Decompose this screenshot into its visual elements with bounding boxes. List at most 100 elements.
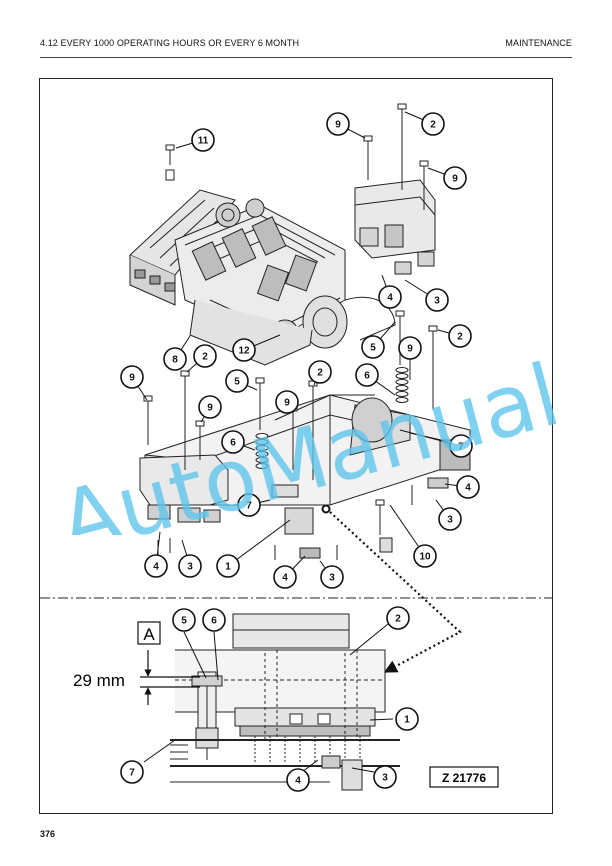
- chapter-header: MAINTENANCE: [505, 38, 572, 48]
- callout-3: 3: [373, 765, 397, 789]
- watermark: AutoManual: [49, 345, 570, 535]
- callout-circle: [395, 707, 419, 731]
- callout-3: 3: [438, 507, 462, 531]
- callout-number: 3: [447, 515, 453, 526]
- callout-2: 2: [448, 324, 472, 348]
- callout-number: 9: [335, 120, 341, 131]
- callout-number: 2: [395, 614, 401, 625]
- callout-9: 9: [120, 365, 144, 389]
- callout-2: 2: [421, 112, 445, 136]
- callout-number: 3: [434, 296, 440, 307]
- callout-number: 9: [407, 344, 413, 355]
- callout-number: 8: [172, 355, 178, 366]
- callout-circle: [237, 493, 261, 517]
- callout-number: 5: [370, 343, 376, 354]
- callout-circle: [225, 369, 249, 393]
- callout-number: 9: [284, 398, 290, 409]
- callout-2: 2: [193, 344, 217, 368]
- callout-6: 6: [221, 430, 245, 454]
- callout-9: 9: [398, 336, 422, 360]
- callout-3: 3: [178, 554, 202, 578]
- figure-code: Z 21776: [442, 771, 486, 785]
- callout-badges: 2 9 9 11 4 3 5 2 9 6 7 4 3 10 8 2 12 9 5 2 9 9 6 7 1 4 3 4 3 5 6 2 1 7 4 3: [120, 112, 480, 792]
- callout-circle: [308, 360, 332, 384]
- page-number: 376: [40, 829, 56, 839]
- callout-11: 11: [191, 128, 215, 152]
- callout-9: 9: [198, 395, 222, 419]
- callout-number: 6: [211, 616, 217, 627]
- callout-number: 1: [404, 715, 410, 726]
- callout-9: 9: [275, 390, 299, 414]
- callout-number: 6: [364, 371, 370, 382]
- callout-3: 3: [425, 288, 449, 312]
- callout-circle: [178, 554, 202, 578]
- detail-leader-lines: [143, 623, 394, 773]
- callout-circle: [320, 565, 344, 589]
- callout-circle: [273, 565, 297, 589]
- callout-circle: [163, 347, 187, 371]
- dimension-label: 29 mm: [73, 671, 125, 690]
- dimension-29mm: [140, 650, 200, 705]
- callout-number: 4: [387, 293, 393, 304]
- callout-8: 8: [163, 347, 187, 371]
- callout-9: 9: [443, 166, 467, 190]
- callout-4: 4: [144, 554, 168, 578]
- callout-6: 6: [202, 608, 226, 632]
- callout-number: 3: [329, 573, 335, 584]
- callout-number: 3: [382, 773, 388, 784]
- callout-number: 9: [129, 373, 135, 384]
- callout-circle: [449, 434, 473, 458]
- callout-circle: [386, 606, 410, 630]
- callout-4: 4: [378, 285, 402, 309]
- callout-1: 1: [395, 707, 419, 731]
- callout-2: 2: [386, 606, 410, 630]
- callout-number: 10: [419, 552, 431, 563]
- callout-circle: [216, 554, 240, 578]
- callout-number: 3: [187, 562, 193, 573]
- callout-5: 5: [172, 608, 196, 632]
- engine-drawing: [129, 189, 396, 366]
- callout-number: 12: [238, 346, 250, 357]
- callout-circle: [448, 324, 472, 348]
- callout-circle: [232, 338, 256, 362]
- detail-pointer: [321, 504, 462, 673]
- callout-number: 7: [246, 501, 252, 512]
- watermark-text: AutoManual: [49, 345, 570, 535]
- callout-circle: [413, 544, 437, 568]
- callout-1: 1: [216, 554, 240, 578]
- callout-6: 6: [355, 363, 379, 387]
- header-rule: [40, 57, 572, 58]
- callout-7: 7: [237, 493, 261, 517]
- callout-circle: [355, 363, 379, 387]
- callout-circle: [373, 765, 397, 789]
- callout-number: 5: [181, 616, 187, 627]
- callout-circle: [144, 554, 168, 578]
- callout-circle: [120, 760, 144, 784]
- callout-5: 5: [361, 335, 385, 359]
- callout-number: 2: [317, 368, 323, 379]
- figure-frame: [39, 78, 553, 814]
- callout-12: 12: [232, 338, 256, 362]
- section-label: A: [143, 625, 155, 644]
- callout-number: 4: [282, 573, 288, 584]
- callout-circle: [198, 395, 222, 419]
- callout-circle: [172, 608, 196, 632]
- callout-7: 7: [120, 760, 144, 784]
- section-header: 4.12 EVERY 1000 OPERATING HOURS OR EVERY…: [40, 38, 300, 48]
- callout-circle: [425, 288, 449, 312]
- callout-number: 5: [234, 377, 240, 388]
- callout-number: 4: [465, 483, 471, 494]
- callout-9: 9: [326, 112, 350, 136]
- callout-number: 7: [129, 768, 135, 779]
- callout-3: 3: [320, 565, 344, 589]
- callout-circle: [191, 128, 215, 152]
- callout-circle: [438, 507, 462, 531]
- callout-number: 2: [457, 332, 463, 343]
- callout-circle: [275, 390, 299, 414]
- callout-4: 4: [286, 768, 310, 792]
- callout-number: 9: [207, 403, 213, 414]
- callout-4: 4: [273, 565, 297, 589]
- callout-4: 4: [456, 475, 480, 499]
- callout-number: 7: [458, 442, 464, 453]
